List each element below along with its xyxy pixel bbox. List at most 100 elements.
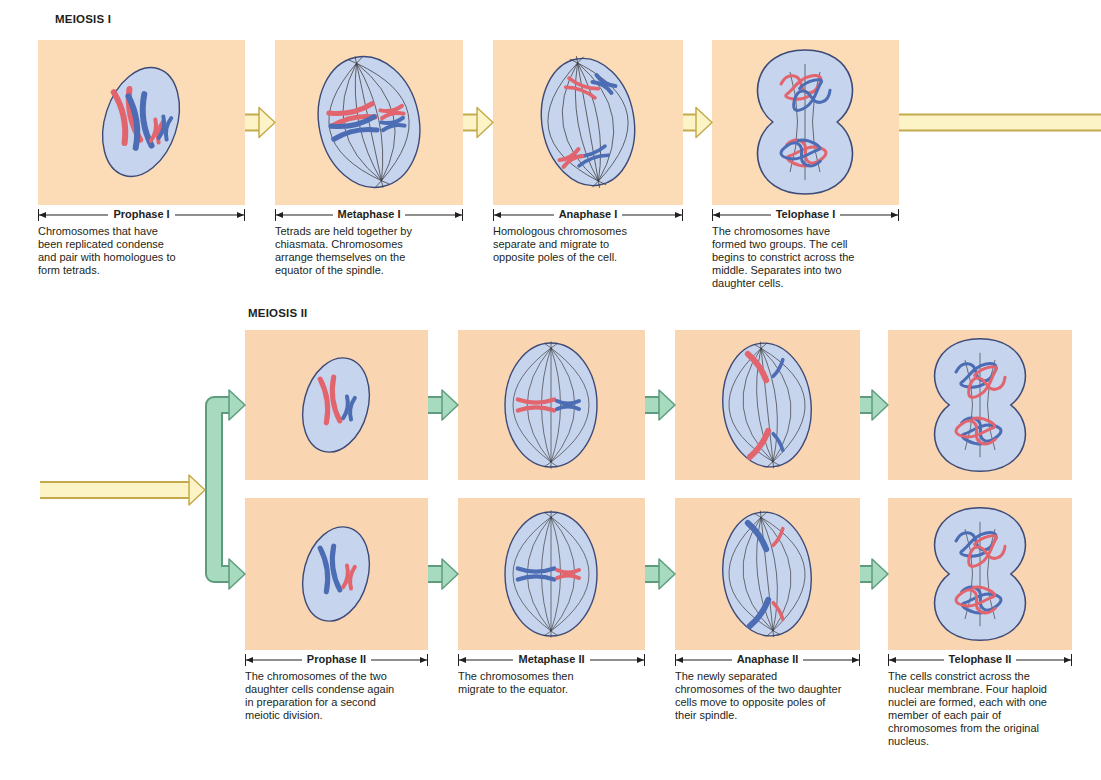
description-row: Tetrads are held together by chiasmata. … <box>275 225 463 277</box>
phase-panel <box>458 330 645 480</box>
arrow-shaft <box>683 116 697 130</box>
phase-label: Anaphase I <box>554 208 623 220</box>
connector-arrow <box>683 108 712 138</box>
phase-column: Telophase IThe chromosomes have formed t… <box>712 40 899 294</box>
phase-label: Metaphase I <box>333 208 406 220</box>
chromosome <box>518 568 554 579</box>
arrow-head <box>696 108 712 138</box>
connector-arrow <box>645 559 675 589</box>
spindle-fibers <box>316 48 422 196</box>
phase-label: Telophase I <box>771 208 841 220</box>
chromosome <box>780 133 826 169</box>
cell-membrane <box>293 350 380 459</box>
chromatid <box>750 431 770 458</box>
chromosome <box>557 570 579 578</box>
arrow-shaft <box>428 396 443 414</box>
phase-column: Anaphase IIThe newly separated chromosom… <box>675 498 860 726</box>
arrow-head <box>659 390 675 420</box>
phase-panel <box>245 498 428 650</box>
arrow-shaft <box>428 567 443 581</box>
span-bracket <box>38 209 245 221</box>
description-row: The chromosomes of the two daughter cell… <box>245 670 428 722</box>
phase-label-row: Prophase II <box>245 651 428 665</box>
phase-label-row: Telophase II <box>888 651 1072 665</box>
cell-membrane <box>935 339 1026 471</box>
phase-column: Metaphase IIThe chromosomes then migrate… <box>458 498 645 700</box>
span-bracket <box>712 209 899 221</box>
span-bracket <box>275 209 463 221</box>
phase-description: The chromosomes of the two daughter cell… <box>245 670 405 722</box>
chromosome <box>962 532 1008 568</box>
span-bracket <box>245 654 428 666</box>
phase-description: The chromosomes then migrate to the equa… <box>458 670 588 696</box>
green-arrow <box>645 390 675 420</box>
phase-label: Telophase II <box>944 653 1017 665</box>
chromosome <box>320 546 340 592</box>
green-arrow <box>428 390 458 420</box>
chromatid <box>773 529 784 546</box>
phase-panel <box>675 330 860 480</box>
phase-panel <box>245 330 428 480</box>
section-label-holder: MEIOSIS II <box>248 303 308 321</box>
arrow-shaft <box>214 405 230 490</box>
spindle-fibers <box>513 510 589 637</box>
phase-panel <box>275 40 463 205</box>
section-label: MEIOSIS I <box>55 13 111 25</box>
arrow-shaft <box>245 116 260 130</box>
section-label-holder: MEIOSIS I <box>55 9 111 27</box>
arrow-shaft <box>860 398 873 412</box>
phase-label-row: Prophase I <box>38 206 245 220</box>
arrow-shaft <box>463 114 478 132</box>
arrow-shaft <box>860 396 873 414</box>
arrow-head <box>259 108 275 138</box>
phase-description: Homologous chromosomes separate and migr… <box>493 225 643 264</box>
chromosome <box>380 106 403 118</box>
cell-membrane <box>758 50 853 194</box>
chromosome <box>518 399 554 410</box>
arrow-shaft <box>40 481 190 499</box>
arrow-shaft <box>214 490 230 574</box>
spindle-fibers <box>723 338 812 473</box>
chromatid <box>773 360 784 377</box>
arrow-shaft <box>428 565 443 583</box>
connector-arrow <box>245 108 275 138</box>
description-row: Chromosomes that have been replicated co… <box>38 225 245 277</box>
phase-panel <box>458 498 645 650</box>
chromatid <box>773 433 784 450</box>
phase-description: The newly separated chromosomes of the t… <box>675 670 847 722</box>
spindle-fibers <box>723 507 812 642</box>
chromatid <box>750 600 770 627</box>
connector-arrow <box>860 559 888 589</box>
chromosome <box>955 411 1001 447</box>
phase-label-row: Metaphase I <box>275 206 463 220</box>
arrow-shaft <box>899 116 1101 130</box>
chromosome <box>128 94 151 148</box>
bracket-branch <box>214 390 245 490</box>
arrow-head <box>229 390 245 420</box>
cell-membrane <box>293 519 380 628</box>
arrow-shaft <box>683 114 697 132</box>
phase-description: Tetrads are held together by chiasmata. … <box>275 225 427 277</box>
description-row: The cells constrict across the nuclear m… <box>888 670 1072 748</box>
chromatid <box>748 353 768 380</box>
chromatid <box>773 602 784 619</box>
arrow-head <box>442 559 458 589</box>
arrow-shaft <box>860 567 873 581</box>
phase-column: Telophase II The cells constrict across t… <box>888 498 1072 752</box>
arrow-shaft <box>214 405 230 490</box>
arrow-shaft <box>645 567 660 581</box>
chromosome <box>381 118 404 130</box>
spindle-fibers <box>513 341 589 468</box>
chromosome <box>343 396 355 419</box>
cell-membrane <box>89 58 192 187</box>
phase-panel <box>888 330 1072 480</box>
chromatid <box>748 522 768 549</box>
arrow-head <box>229 559 245 589</box>
span-bracket <box>675 654 860 666</box>
green-arrow <box>860 390 888 420</box>
arrow-head <box>442 390 458 420</box>
arrow-head <box>659 559 675 589</box>
arrow-shaft <box>645 396 660 414</box>
span-bracket <box>493 209 683 221</box>
arrow-shaft <box>245 114 260 132</box>
